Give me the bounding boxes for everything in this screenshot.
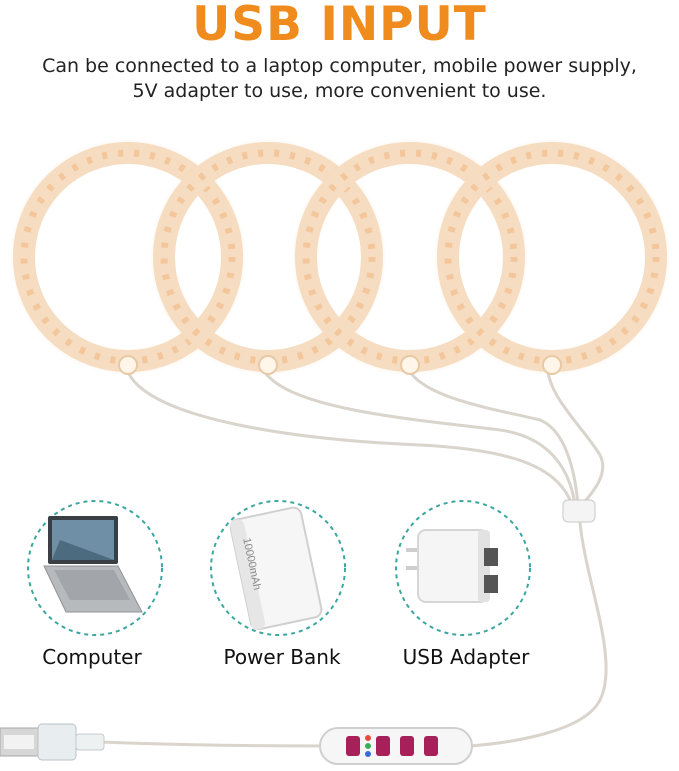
laptop-icon xyxy=(43,516,143,613)
subtitle-line-2: 5V adapter to use, more convenient to us… xyxy=(132,80,547,102)
dimmer-button xyxy=(424,736,438,756)
power-bank-source: 10000mAh xyxy=(210,500,346,636)
subtitle-line-1: Can be connected to a laptop computer, m… xyxy=(42,55,637,77)
cables xyxy=(98,370,608,748)
mode-button xyxy=(376,736,390,756)
page-title: USB INPUT xyxy=(192,0,487,52)
computer-source xyxy=(27,500,163,636)
caption-usb-adapter: USB Adapter xyxy=(402,645,530,669)
cable-splitter xyxy=(562,499,596,523)
caption-computer: Computer xyxy=(42,645,142,669)
controller xyxy=(319,727,473,765)
usb-adapter-source xyxy=(395,500,531,636)
power-button xyxy=(346,736,360,756)
led-ring-4 xyxy=(434,139,670,375)
usb-plug xyxy=(0,723,105,761)
usb-adapter-icon xyxy=(406,529,498,603)
timer-button xyxy=(400,736,414,756)
page-subtitle: Can be connected to a laptop computer, m… xyxy=(0,54,679,104)
caption-power-bank: Power Bank xyxy=(223,645,341,669)
power-bank-icon: 10000mAh xyxy=(229,506,323,631)
